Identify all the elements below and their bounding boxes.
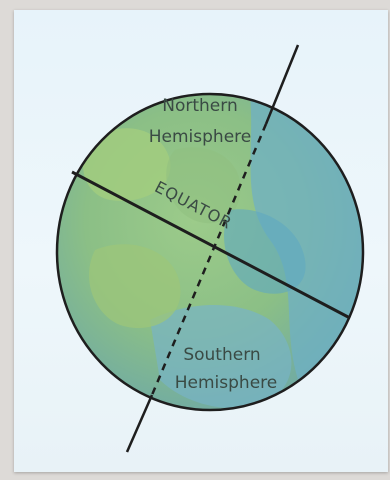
northern-hemisphere-label-line1: Northern xyxy=(162,96,237,116)
southern-hemisphere-label-line2: Hemisphere xyxy=(175,373,277,393)
southern-hemisphere-label-line1: Southern xyxy=(183,345,260,365)
northern-hemisphere-label-line2: Hemisphere xyxy=(149,127,251,147)
axis-line-bottom xyxy=(127,395,152,452)
